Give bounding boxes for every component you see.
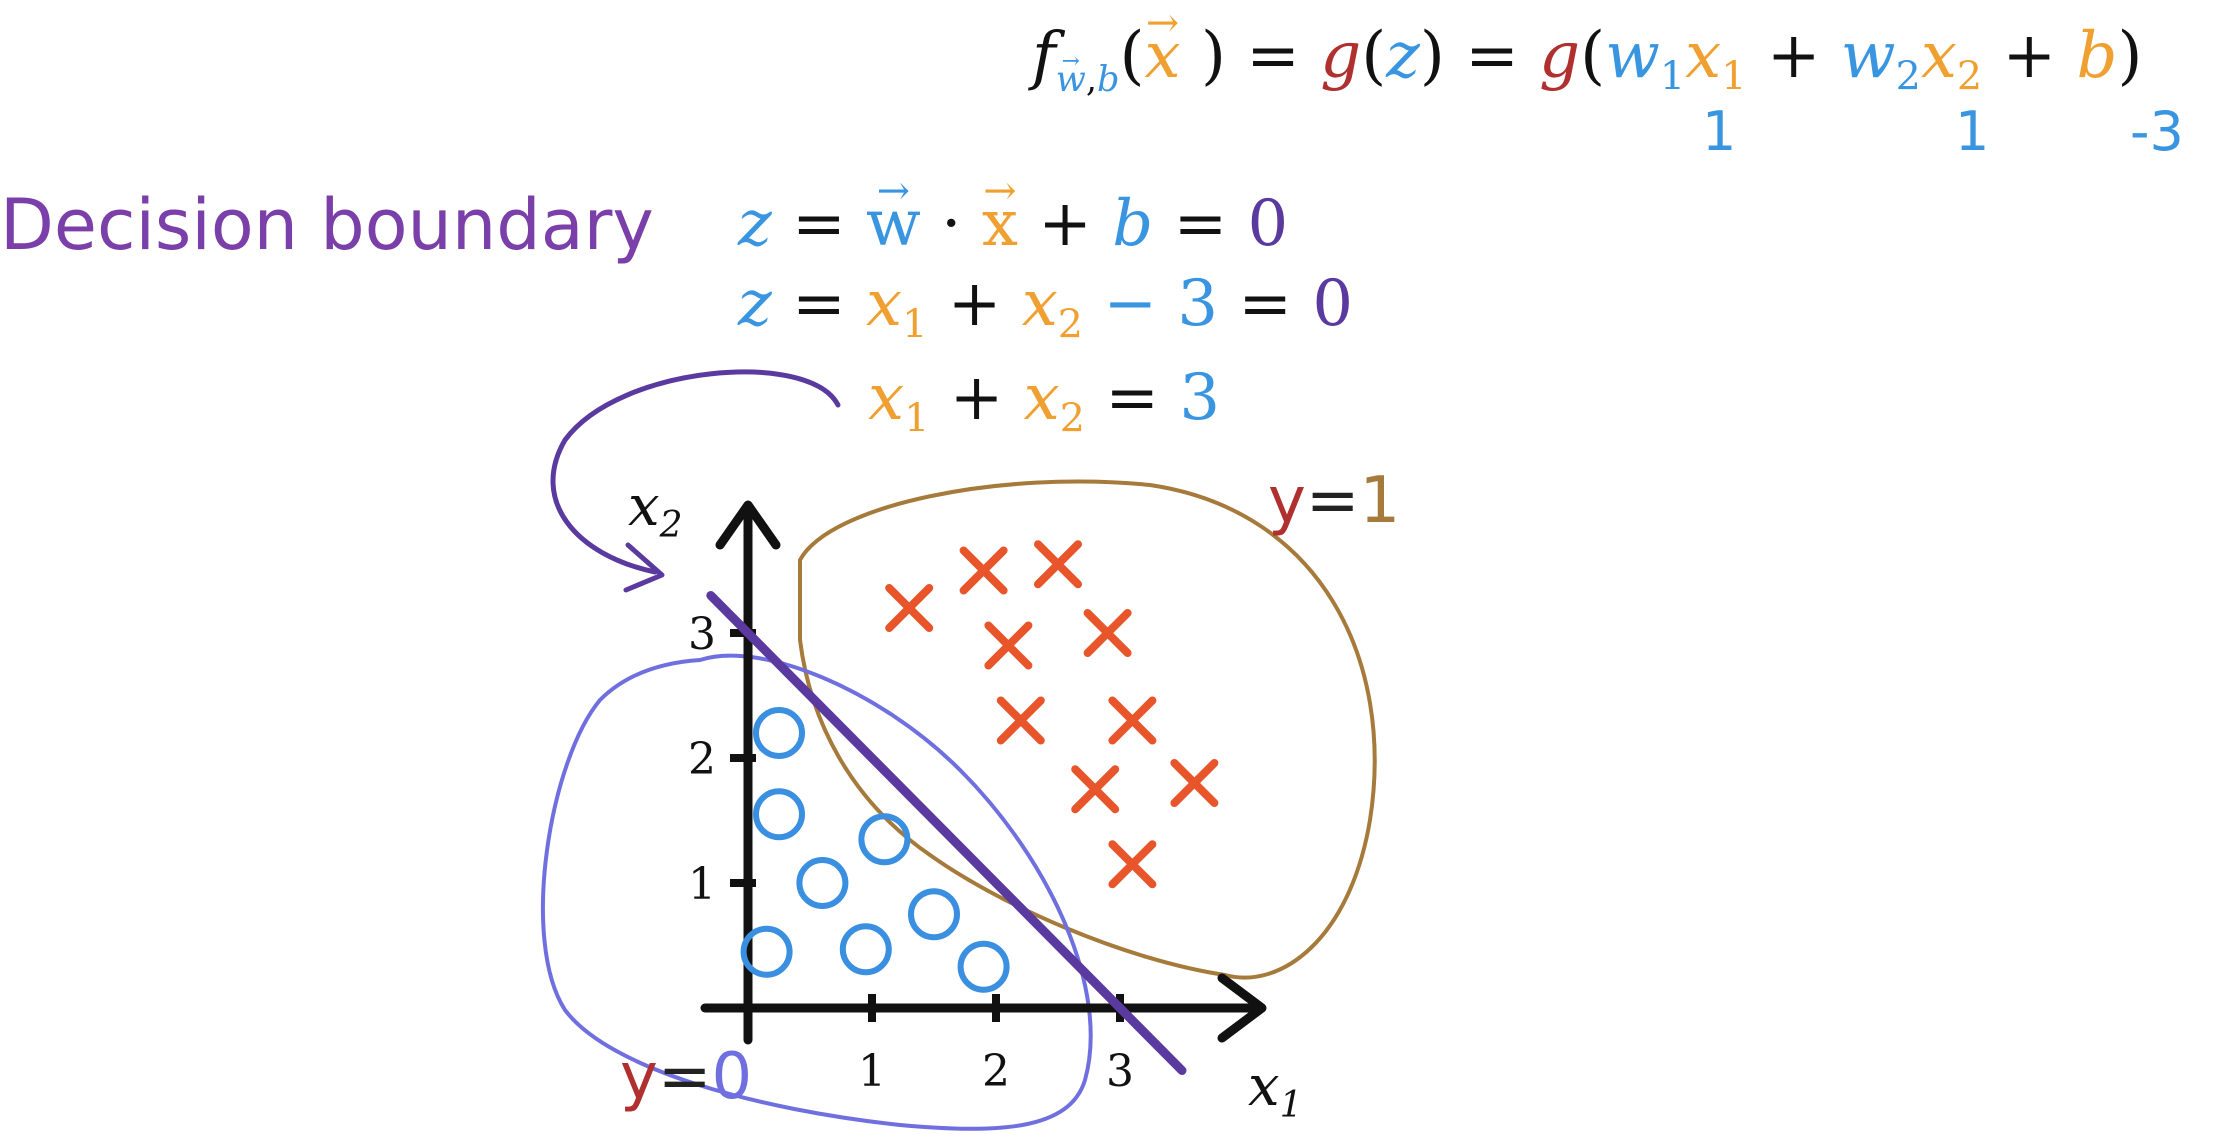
x-tick-label: 1 xyxy=(858,1046,886,1097)
negative-example-o-marker xyxy=(753,707,805,759)
positive-example-x-marker xyxy=(996,696,1045,745)
positive-example-x-marker xyxy=(1083,609,1132,657)
eq1-x-vector: x xyxy=(982,192,1018,256)
equation-1: z = w · x + b = 0 xyxy=(738,192,1288,256)
eq2-x1-subscript: 1 xyxy=(902,301,928,348)
equation-top: fw,b(x ) = g(z) = g(w1x1 + w2x2 + b) xyxy=(1032,24,2142,97)
negative-example-o-marker xyxy=(839,923,892,976)
eq3-equals: = xyxy=(1105,361,1159,435)
eq2-z: z xyxy=(738,267,772,341)
negative-region-outline xyxy=(541,653,1093,1131)
positive-example-x-marker xyxy=(1170,759,1219,807)
curved-pointer-arrow xyxy=(550,369,841,575)
b-symbol: b xyxy=(2076,19,2118,93)
eq3-plus: + xyxy=(949,361,1004,435)
eq2-equals-2: = xyxy=(1238,267,1293,341)
z-symbol: z xyxy=(1386,19,1420,93)
plus-2: + xyxy=(2002,19,2057,93)
y-tick-label: 3 xyxy=(688,609,716,660)
eq2-minus-3: − 3 xyxy=(1103,267,1219,341)
negative-example-o-marker xyxy=(858,813,911,866)
f-subscript-b: b xyxy=(1097,59,1120,101)
x-tick-label: 3 xyxy=(1106,1046,1134,1097)
g2-symbol: g xyxy=(1539,19,1581,93)
eq1-dot: · xyxy=(941,187,962,261)
positive-region-outline xyxy=(798,479,1377,980)
decision-boundary-line xyxy=(706,591,1187,1075)
g-close-equals: ) = xyxy=(1419,19,1519,93)
g-symbol: g xyxy=(1320,19,1362,93)
eq1-equals: = xyxy=(792,187,846,261)
w1-symbol: w xyxy=(1605,19,1660,93)
positive-example-x-marker xyxy=(1034,540,1082,589)
eq2-x2-subscript: 2 xyxy=(1057,301,1084,348)
eq3-x1: x xyxy=(868,361,905,435)
x-axis-label: x1 xyxy=(1248,1054,1303,1126)
axis-ticks: 1 2 3 1 2 3 xyxy=(688,609,1134,1097)
y-tick-label: 2 xyxy=(688,734,716,785)
positive-example-x-marker xyxy=(1108,696,1157,745)
eq1-equals-2: = xyxy=(1173,187,1228,261)
equation-2: z = x1 + x2 − 3 = 0 xyxy=(738,272,1353,345)
eq3-x2-subscript: 2 xyxy=(1059,395,1085,442)
f-subscript-w: w xyxy=(1056,62,1086,97)
negative-region-label: y=0 xyxy=(620,1040,752,1114)
eq1-w-vector: w xyxy=(866,192,921,256)
b-value-annotation: -3 xyxy=(2130,100,2184,163)
eq2-x1: x xyxy=(866,267,903,341)
x2-symbol: x xyxy=(1920,19,1957,93)
eq2-zero: 0 xyxy=(1312,267,1354,341)
w1-subscript: 1 xyxy=(1659,53,1686,100)
plus-1: + xyxy=(1766,19,1821,93)
eq1-b: b xyxy=(1112,187,1154,261)
negative-example-o-marker xyxy=(796,857,849,909)
x2-subscript: 2 xyxy=(1956,53,1983,100)
positive-example-x-marker xyxy=(984,621,1033,670)
equation-3: x1 + x2 = 3 xyxy=(868,366,1220,439)
y-tick-label: 1 xyxy=(688,859,716,910)
page-title: Decision boundary xyxy=(0,184,654,266)
f-lparen: ( xyxy=(1119,19,1145,93)
eq3-x1-subscript: 1 xyxy=(904,395,930,442)
pointer-arrow-head xyxy=(623,542,665,593)
eq2-equals: = xyxy=(792,267,846,341)
eq1-zero: 0 xyxy=(1247,187,1289,261)
f-x-vector: x xyxy=(1145,24,1181,88)
eq3-three: 3 xyxy=(1179,361,1221,435)
data-points xyxy=(740,540,1219,993)
close-paren: ) xyxy=(2117,19,2143,93)
positive-example-x-marker xyxy=(1108,840,1157,889)
negative-example-o-marker xyxy=(908,888,960,941)
x-axis-arrowhead xyxy=(1217,973,1267,1043)
w1-value-annotation: 1 xyxy=(1702,100,1737,163)
f-subscript-sep: , xyxy=(1085,59,1097,101)
positive-example-x-marker xyxy=(959,546,1008,595)
w2-value-annotation: 1 xyxy=(1955,100,1990,163)
g-open: ( xyxy=(1361,19,1387,93)
g2-open: ( xyxy=(1580,19,1606,93)
eq2-plus: + xyxy=(947,267,1002,341)
eq1-z: z xyxy=(738,187,772,261)
y-axis-label: x2 xyxy=(628,474,683,546)
eq1-plus: + xyxy=(1038,187,1092,261)
y-axis-arrowhead xyxy=(715,500,781,550)
w2-symbol: w xyxy=(1840,19,1896,93)
w2-subscript: 2 xyxy=(1895,53,1921,100)
x1-subscript: 1 xyxy=(1721,53,1747,100)
f-symbol: f xyxy=(1032,19,1056,93)
negative-example-o-marker xyxy=(753,788,805,841)
negative-example-o-marker xyxy=(957,940,1010,993)
positive-region-label: y=1 xyxy=(1268,464,1400,538)
eq3-x2: x xyxy=(1023,361,1060,435)
positive-example-x-marker xyxy=(885,584,934,632)
boundary-group xyxy=(706,591,1187,1075)
negative-example-o-marker xyxy=(740,925,793,978)
x1-symbol: x xyxy=(1685,19,1722,93)
eq2-x2: x xyxy=(1021,267,1058,341)
positive-example-x-marker xyxy=(1071,765,1120,814)
f-rparen-equals: ) = xyxy=(1200,19,1300,93)
x-tick-label: 2 xyxy=(982,1046,1010,1097)
